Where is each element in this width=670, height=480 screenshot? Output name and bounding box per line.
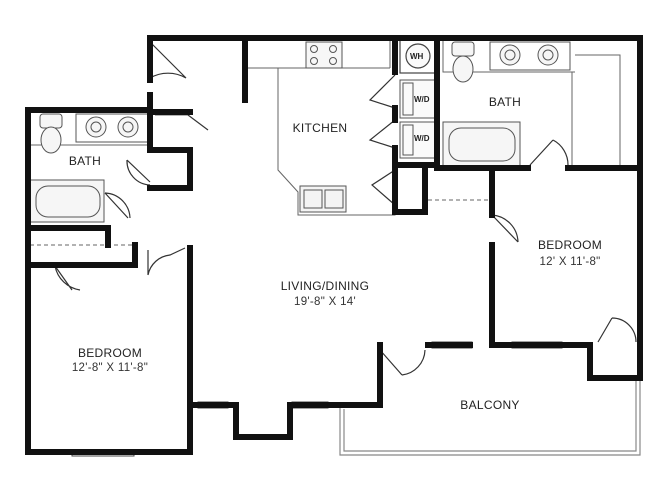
washer-dryer-label-top: W/D [414, 95, 430, 104]
bedroom-right-dimensions: 12' X 11'-8" [539, 256, 601, 268]
bedroom-left-label: BEDROOM [77, 346, 143, 360]
toilet-left [39, 113, 63, 154]
bathtub-left [29, 179, 105, 223]
kitchen-label: KITCHEN [292, 121, 348, 135]
walls [25, 35, 643, 455]
washer-dryer-label-bottom: W/D [414, 134, 430, 143]
living-dining-label: LIVING/DINING [280, 279, 370, 293]
bedroom-right-label: BEDROOM [537, 238, 603, 252]
kitchen-sink [299, 185, 347, 213]
balcony-outline [339, 378, 641, 456]
bath-sinks-right [489, 41, 571, 71]
bath-sinks-left [75, 113, 149, 143]
toilet-right [451, 41, 475, 83]
bedroom-left-dimensions: 12'-8" X 11'-8" [71, 362, 149, 374]
water-heater-label: WH [410, 52, 424, 61]
balcony-label: BALCONY [460, 398, 520, 412]
living-dining-dimensions: 19'-8" X 14' [294, 296, 356, 308]
cooktop [305, 41, 343, 69]
washer-dryer-units [399, 79, 437, 159]
bathtub-right [442, 121, 521, 167]
bath-right-label: BATH [488, 95, 522, 109]
bath-left-label: BATH [68, 154, 102, 168]
